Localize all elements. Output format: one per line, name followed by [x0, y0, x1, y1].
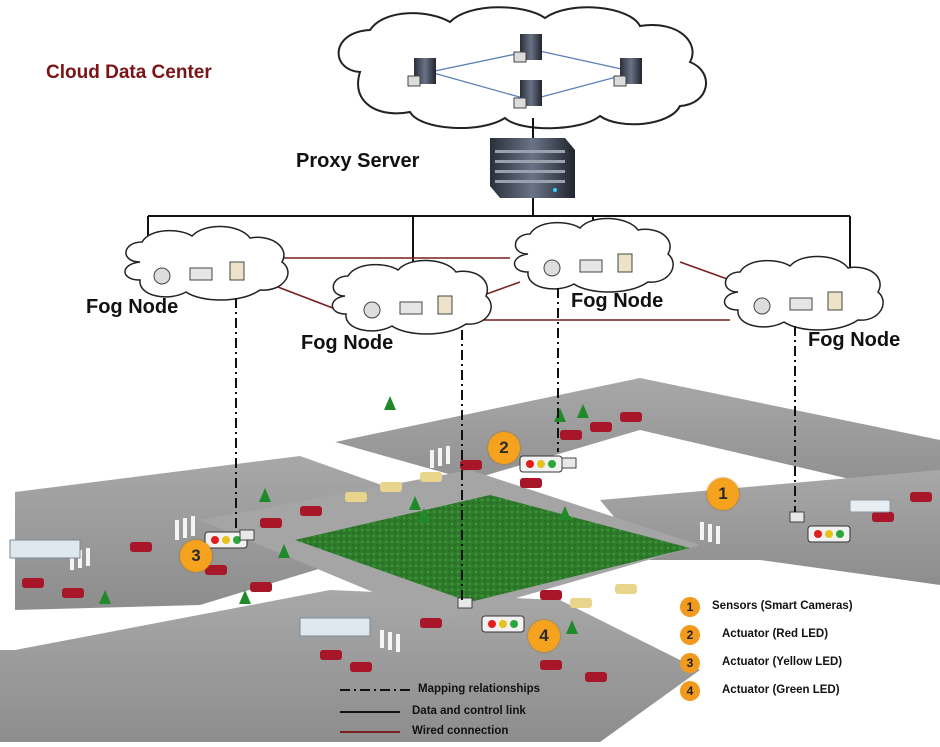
trees: [99, 396, 589, 634]
fog-node-cloud: [513, 217, 674, 293]
bus-icon: [849, 499, 891, 513]
mapping-relationships: [235, 288, 796, 600]
traffic-light-icon: [519, 455, 563, 473]
camera-icon: [239, 529, 255, 541]
car-red: [590, 422, 612, 432]
legend-label-red-led: Actuator (Red LED): [722, 628, 829, 640]
car-red: [540, 590, 562, 600]
camera-icon: [789, 511, 805, 523]
fog-node-label: Fog Node: [301, 332, 394, 354]
car-yellow: [570, 598, 592, 608]
proxy-server-label: Proxy Server: [296, 150, 420, 172]
tree-icon: [409, 496, 421, 510]
map-badge-green-led: 4: [528, 620, 560, 652]
car-red: [560, 430, 582, 440]
car-red: [205, 565, 227, 575]
proxy-server-icon: [490, 118, 575, 198]
car-red: [320, 650, 342, 660]
tree-icon: [99, 590, 111, 604]
map-badge-yellow-led: 3: [180, 540, 212, 572]
traffic-lights: [204, 455, 851, 633]
camera-icon: [457, 597, 473, 609]
car-red: [540, 660, 562, 670]
tree-icon: [239, 590, 251, 604]
tree-icon: [384, 396, 396, 410]
car-red: [22, 578, 44, 588]
car-red: [620, 412, 642, 422]
cars: [9, 412, 932, 682]
park-green: [295, 495, 690, 602]
cloud-data-center: [337, 6, 707, 130]
car-red: [350, 662, 372, 672]
car-yellow: [615, 584, 637, 594]
tree-icon: [278, 544, 290, 558]
fog-node-cloud: [723, 255, 884, 331]
legend-label-yellow-led: Actuator (Yellow LED): [722, 656, 843, 668]
map-badge-sensor: 1: [707, 478, 739, 510]
legend-badge: 1: [680, 597, 700, 617]
car-red: [250, 582, 272, 592]
bus-stop-icon: [9, 539, 81, 559]
fog-node-cloud: [124, 225, 289, 301]
car-red: [910, 492, 932, 502]
car-red: [460, 460, 482, 470]
legend-badge: 4: [680, 681, 700, 701]
car-yellow: [380, 482, 402, 492]
traffic-light-icon: [481, 615, 525, 633]
car-red: [260, 518, 282, 528]
camera-icon: [561, 457, 577, 469]
car-red: [420, 618, 442, 628]
tree-icon: [418, 508, 430, 522]
legend-label-data-link: Data and control link: [412, 705, 526, 717]
tree-icon: [559, 506, 571, 520]
tree-icon: [554, 408, 566, 422]
line-legend-samples: [340, 689, 412, 733]
car-red: [62, 588, 84, 598]
car-red: [872, 512, 894, 522]
car-red: [585, 672, 607, 682]
cloud-data-center-title: Cloud Data Center: [46, 62, 212, 83]
legend-badge: 3: [680, 653, 700, 673]
crosswalks: [70, 446, 820, 652]
fog-node-label: Fog Node: [808, 329, 901, 351]
legend-label-wired: Wired connection: [412, 725, 509, 737]
traffic-light-icon: [807, 525, 851, 543]
fog-node-label: Fog Node: [86, 296, 179, 318]
car-red: [300, 506, 322, 516]
legend-badge: 2: [680, 625, 700, 645]
tree-icon: [566, 620, 578, 634]
legend-label-sensors: Sensors (Smart Cameras): [712, 600, 853, 612]
map-badge-red-led: 2: [488, 432, 520, 464]
car-yellow: [345, 492, 367, 502]
tree-icon: [259, 488, 271, 502]
legend-label-green-led: Actuator (Green LED): [722, 684, 840, 696]
server-icon: [407, 58, 436, 87]
road-east: [600, 470, 940, 585]
fog-node-cloud: [331, 259, 492, 335]
server-icon: [513, 34, 542, 63]
car-yellow: [420, 472, 442, 482]
bus-stop-icon: [299, 617, 371, 637]
car-red: [130, 542, 152, 552]
server-icon: [513, 80, 542, 109]
server-icon: [613, 58, 642, 87]
cloud-shape: [337, 6, 707, 130]
traffic-light-icon: [204, 531, 248, 549]
fog-node-label: Fog Node: [571, 290, 664, 312]
legend-label-mapping: Mapping relationships: [418, 683, 541, 695]
car-red: [520, 478, 542, 488]
road-northeast: [335, 378, 940, 500]
tree-icon: [577, 404, 589, 418]
